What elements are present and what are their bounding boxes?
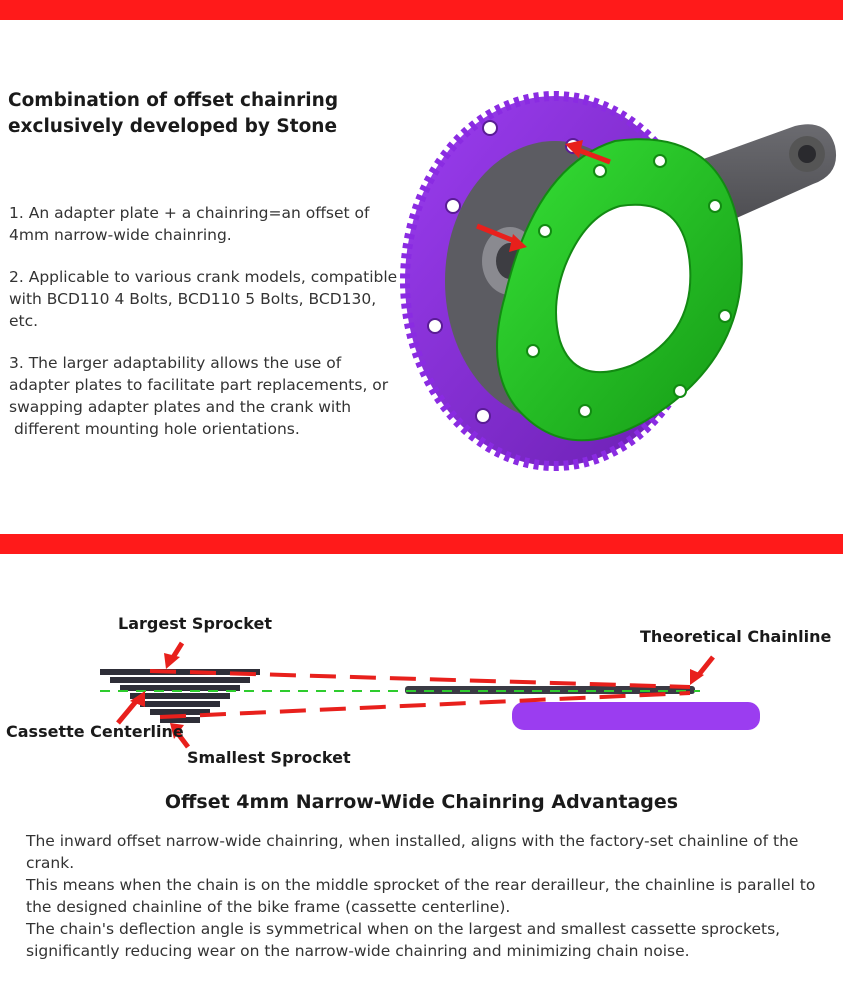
green-adapter-plate xyxy=(496,138,743,442)
top-banner-bar xyxy=(0,0,843,20)
feature-list: 1. An adapter plate + a chainring=an off… xyxy=(9,202,404,460)
crank-arm-side-view xyxy=(512,702,760,730)
chain-line-smallest xyxy=(159,691,691,719)
pointer-arrows xyxy=(116,641,715,749)
feature-point-1: 1. An adapter plate + a chainring=an off… xyxy=(9,204,375,244)
feature-point-3: 3. The larger adaptability allows the us… xyxy=(9,354,389,438)
advantages-text: The inward offset narrow-wide chainring,… xyxy=(26,830,826,962)
label-theoretical-chainline: Theoretical Chainline xyxy=(640,627,832,646)
section-title-combination: Combination of offset chainring exclusiv… xyxy=(8,90,339,137)
label-smallest-sprocket: Smallest Sprocket xyxy=(187,748,351,767)
advantage-paragraph-3: The chain's deflection angle is symmetri… xyxy=(26,920,781,960)
advantage-paragraph-2: This means when the chain is on the midd… xyxy=(26,876,816,916)
section-title-advantages: Offset 4mm Narrow-Wide Chainring Advanta… xyxy=(164,791,679,813)
label-largest-sprocket: Largest Sprocket xyxy=(118,614,272,633)
crank-chainring-illustration xyxy=(400,91,837,471)
red-arrow-lower xyxy=(476,223,527,252)
middle-banner-bar xyxy=(0,534,843,554)
chainline-diagram xyxy=(100,641,760,749)
red-arrow-upper xyxy=(565,140,611,165)
label-cassette-centerline: Cassette Centerline xyxy=(6,722,184,741)
cassette-stack xyxy=(100,669,260,723)
feature-point-2: 2. Applicable to various crank models, c… xyxy=(9,268,403,330)
chain-line-largest xyxy=(149,669,691,689)
advantage-paragraph-1: The inward offset narrow-wide chainring,… xyxy=(26,832,799,872)
